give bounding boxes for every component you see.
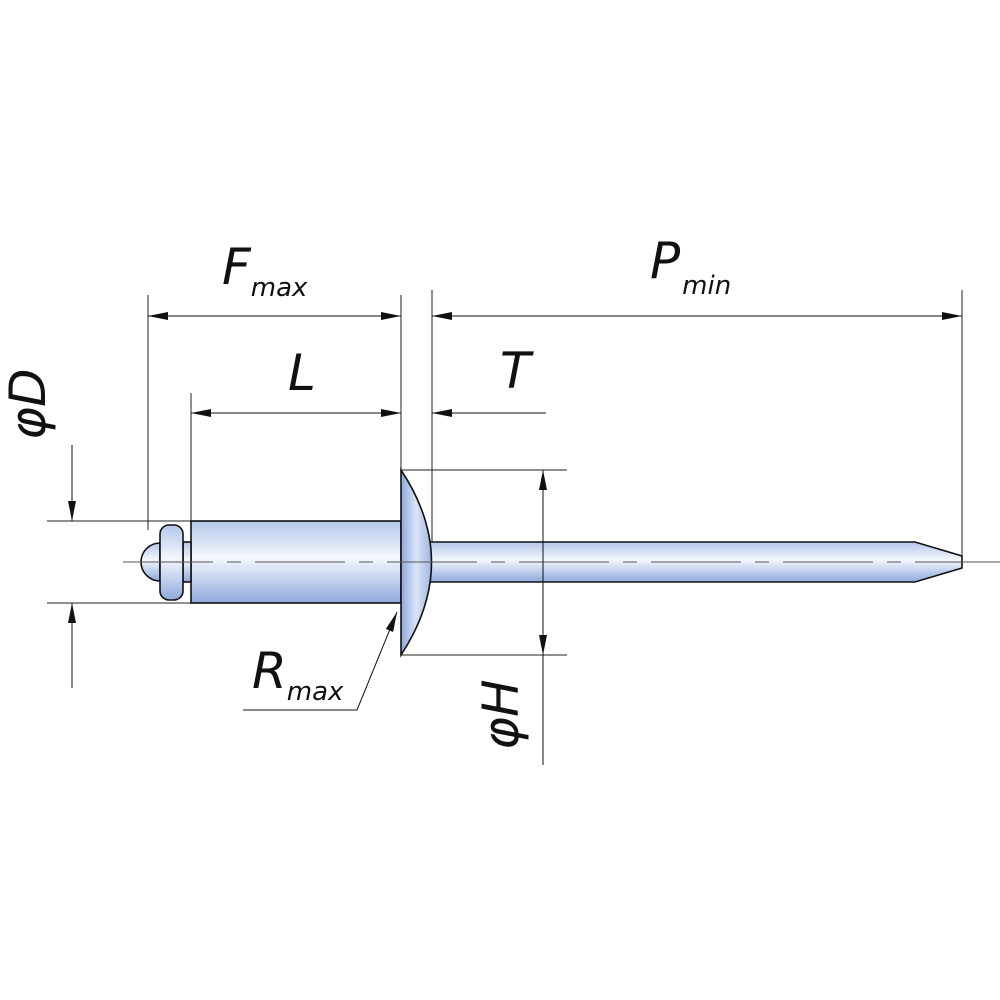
- label-L: L: [288, 344, 316, 402]
- label-R: Rmax: [252, 642, 344, 707]
- label-D: φD: [0, 369, 57, 440]
- label-H: φH: [472, 679, 530, 750]
- label-F: Fmax: [222, 238, 308, 303]
- label-T: T: [500, 342, 534, 400]
- rivet: [140, 467, 963, 658]
- label-P: Pmin: [650, 232, 731, 301]
- leader-R: [243, 611, 398, 711]
